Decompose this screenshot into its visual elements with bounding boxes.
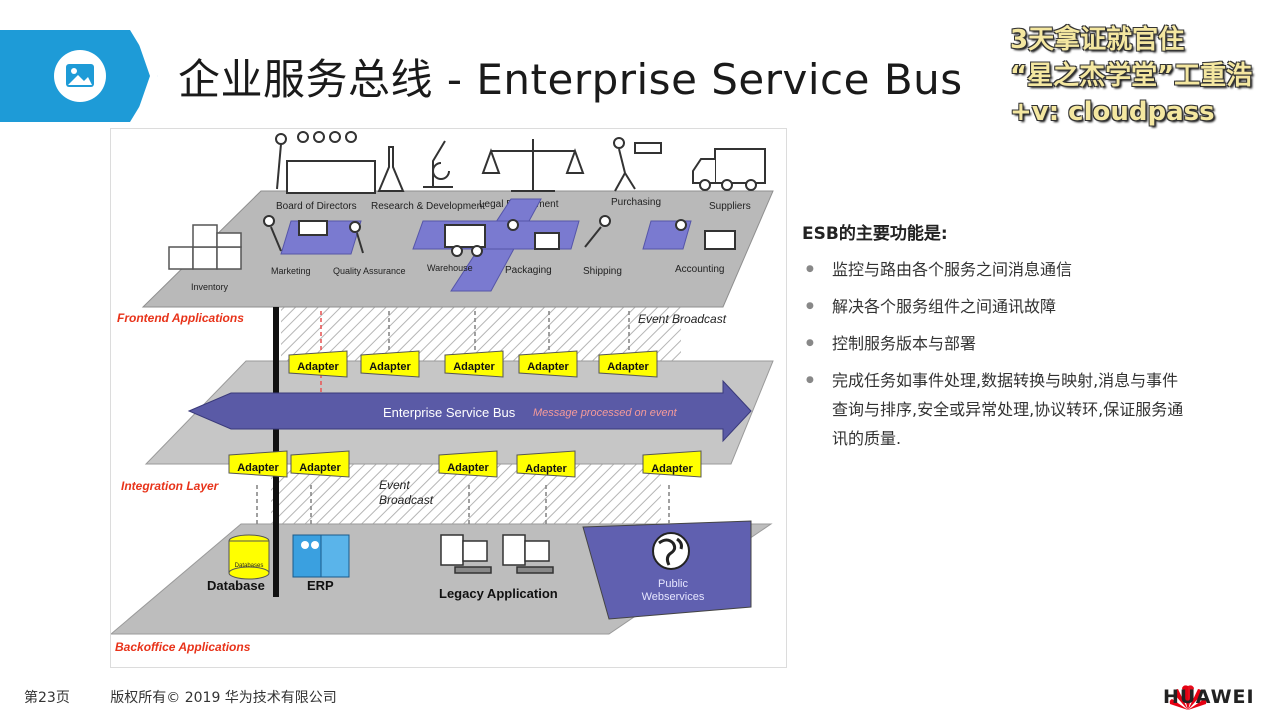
label-board: Board of Directors [276, 201, 357, 212]
label-event-broadcast-line-1: Event [379, 478, 410, 492]
adapter-7: Adapter [290, 450, 350, 478]
image-icon [54, 50, 106, 102]
watermark: 3天拿证就官住 “星之杰学堂”工重浩 +v: cloudpass [1010, 22, 1252, 130]
database-icon [228, 534, 270, 580]
watermark-line-3: +v: cloudpass [1010, 97, 1215, 127]
adapter-3: Adapter [444, 350, 504, 378]
adapter-4: Adapter [518, 350, 578, 378]
list-item: 完成任务如事件处理,数据转换与映射,消息与事件查询与排序,安全或异常处理,协议转… [806, 366, 1186, 453]
scale-icon [481, 139, 585, 192]
label-message-processed: Message processed on event [533, 407, 678, 419]
label-frontend-applications: Frontend Applications [117, 311, 244, 325]
adapter-5: Adapter [598, 350, 658, 378]
label-legacy: Legacy Application [439, 586, 558, 601]
public-webservices-box [582, 520, 752, 620]
label-erp: ERP [307, 578, 334, 593]
adapter-label: Adapter [297, 361, 339, 373]
page-number: 第23页 [24, 690, 70, 706]
label-event-broadcast-line-2: Broadcast [379, 493, 434, 507]
public-ws-line-2: Webservices [642, 591, 705, 603]
lab-icon [377, 140, 453, 192]
front-workers-icons [263, 215, 736, 257]
adapter-label: Adapter [369, 361, 411, 373]
inventory-boxes-icon [168, 224, 242, 270]
label-inventory: Inventory [191, 282, 229, 292]
label-marketing: Marketing [271, 266, 311, 276]
label-packaging: Packaging [505, 265, 552, 276]
label-backoffice-applications: Backoffice Applications [115, 640, 251, 654]
watermark-line-2: “星之杰学堂”工重浩 [1010, 61, 1253, 91]
esb-bus-arrow [187, 379, 752, 443]
title-band [0, 30, 158, 122]
label-accounting: Accounting [675, 264, 724, 275]
adapter-label: Adapter [237, 462, 279, 474]
adapter-label: Adapter [527, 361, 569, 373]
label-qa: Quality Assurance [333, 266, 406, 276]
slide-title: 企业服务总线 - Enterprise Service Bus [178, 55, 963, 104]
label-warehouse: Warehouse [427, 263, 473, 273]
label-shipping: Shipping [583, 266, 622, 277]
legacy-computers-icon [440, 534, 554, 574]
adapter-label: Adapter [453, 361, 495, 373]
adapter-6: Adapter [228, 450, 288, 478]
adapter-label: Adapter [447, 462, 489, 474]
brand-name: HUAWEI [1163, 686, 1255, 708]
truck-icon [692, 148, 766, 191]
list-item: 监控与路由各个服务之间消息通信 [806, 255, 1186, 284]
list-item: 控制服务版本与部署 [806, 329, 1186, 358]
adapter-row-bottom: Adapter Adapter Adapter Adapter Adapter [228, 450, 702, 478]
adapter-9: Adapter [516, 450, 576, 478]
label-research: Research & Development [371, 201, 485, 212]
function-list: 监控与路由各个服务之间消息通信 解决各个服务组件之间通讯故障 控制服务版本与部署… [806, 255, 1186, 461]
public-ws-line-1: Public [658, 578, 688, 590]
database-inner-label: Databases [235, 563, 264, 569]
label-suppliers: Suppliers [709, 201, 751, 212]
adapter-8: Adapter [438, 450, 498, 478]
board-icon [275, 131, 376, 194]
adapter-label: Adapter [525, 463, 567, 475]
dashed-connectors [256, 311, 670, 527]
adapter-10: Adapter [642, 450, 702, 478]
adapter-row-top: Adapter Adapter Adapter Adapter Adapter [288, 350, 658, 378]
footer: 第23页 版权所有© 2019 华为技术有限公司 [24, 687, 337, 707]
panel-heading: ESB的主要功能是: [802, 224, 948, 244]
globe-icon [652, 532, 690, 570]
adapter-label: Adapter [299, 462, 341, 474]
label-integration-layer: Integration Layer [121, 479, 220, 493]
erp-icon [292, 534, 350, 578]
huawei-logo-icon [1169, 685, 1207, 710]
watermark-line-1: 3天拿证就官住 [1010, 25, 1185, 55]
adapter-2: Adapter [360, 350, 420, 378]
label-purchasing: Purchasing [611, 197, 661, 208]
adapter-1: Adapter [288, 350, 348, 378]
label-esb: Enterprise Service Bus [383, 405, 516, 420]
copyright: 版权所有© 2019 华为技术有限公司 [110, 690, 337, 706]
esb-diagram-svg: Public Webservices Board of Directors Re… [111, 131, 774, 654]
purchasing-icon [613, 137, 662, 192]
esb-diagram: Public Webservices Board of Directors Re… [110, 128, 787, 668]
label-event-broadcast-top: Event Broadcast [638, 312, 727, 326]
list-item: 解决各个服务组件之间通讯故障 [806, 292, 1186, 321]
label-database: Database [207, 578, 265, 593]
adapter-label: Adapter [651, 463, 693, 475]
adapter-label: Adapter [607, 361, 649, 373]
